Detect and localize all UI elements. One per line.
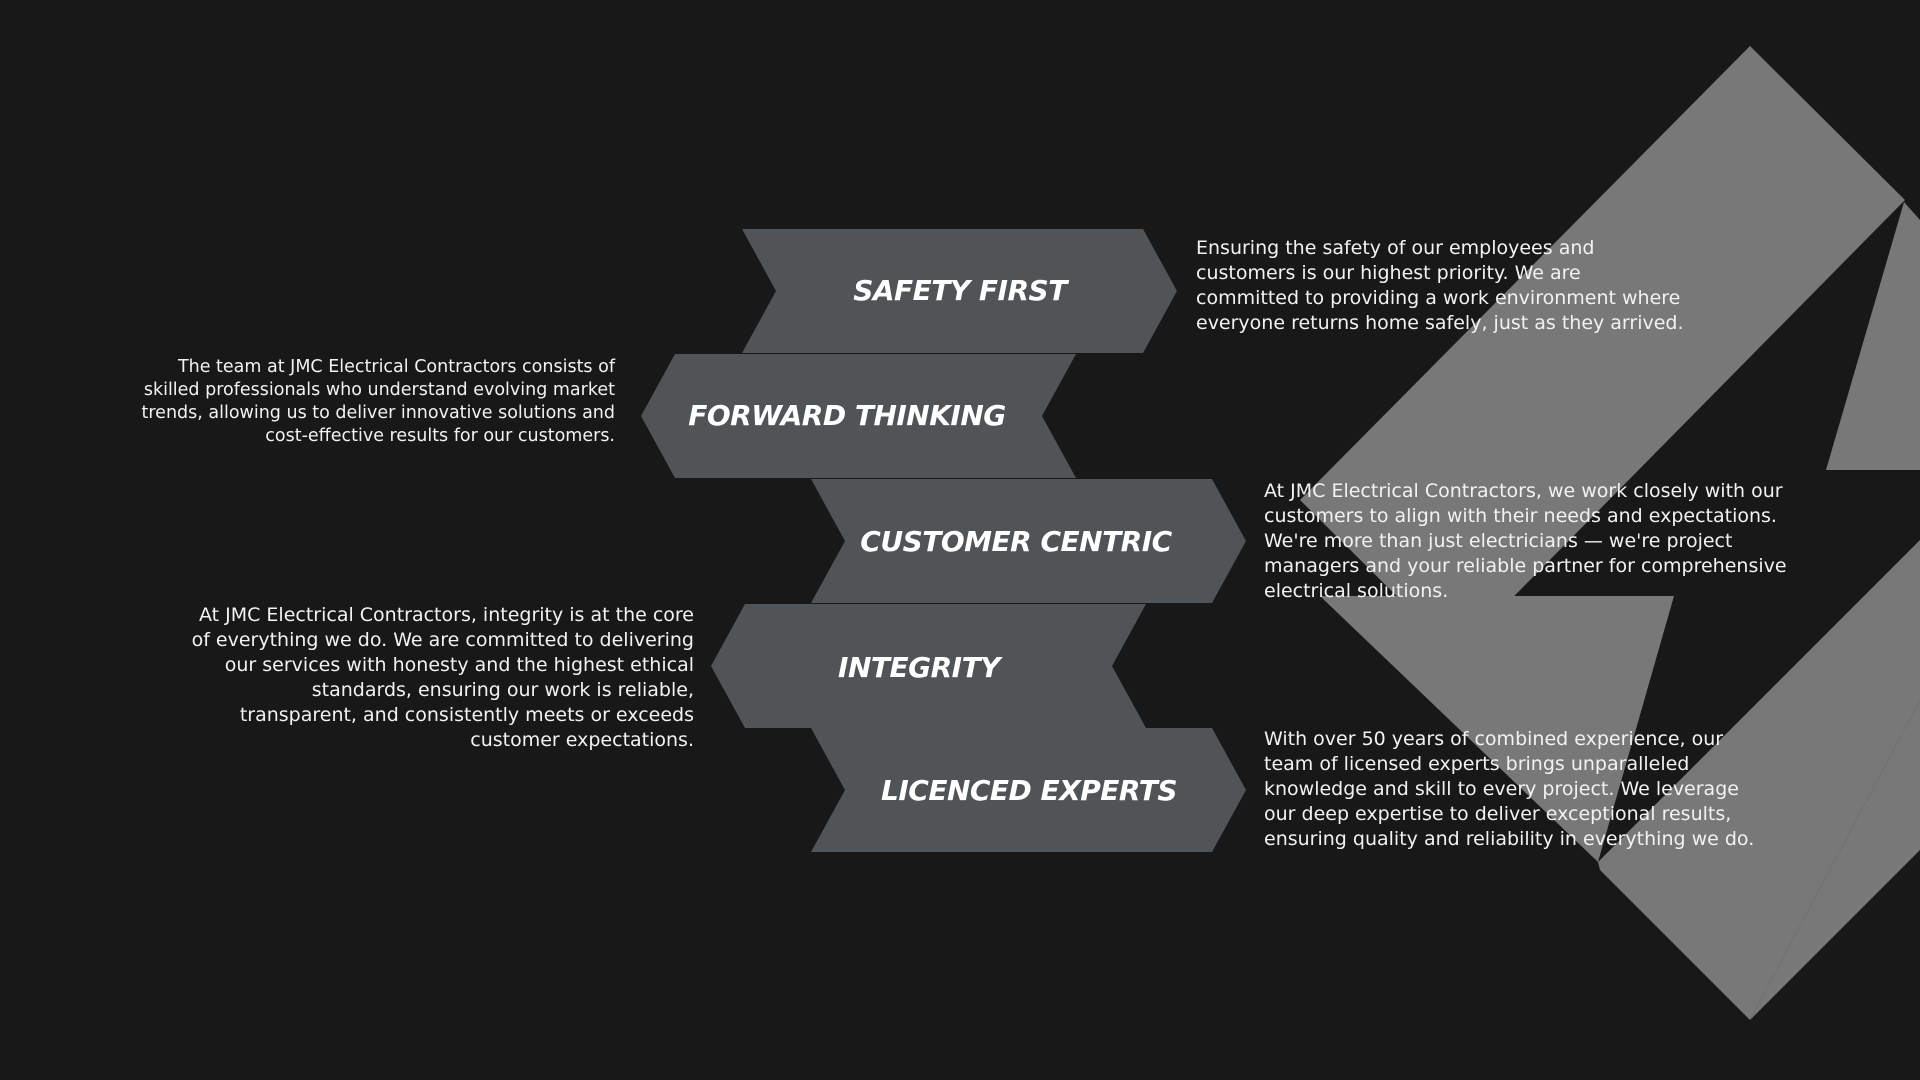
desc-customer-centric: At JMC Electrical Contractors, we work c… (1264, 480, 1787, 602)
chevron-safety-first (742, 229, 1177, 353)
label-safety-first: SAFETY FIRST (853, 274, 1067, 307)
logo-lower-tip (1750, 700, 1920, 1020)
label-forward-thinking: FORWARD THINKING (688, 399, 1006, 432)
label-integrity: INTEGRITY (838, 651, 1000, 684)
desc-forward-thinking: The team at JMC Electrical Contractors c… (141, 357, 616, 446)
chevron-customer-centric (811, 479, 1246, 603)
chevron-forward-thinking (641, 354, 1076, 478)
chevron-licenced-experts (811, 728, 1246, 852)
logo-upper-band (1300, 46, 1905, 655)
logo-lower-band (1598, 540, 1920, 1020)
logo-left-notch (1320, 596, 1674, 862)
logo-right-sliver (1826, 202, 1920, 470)
desc-licenced-experts: With over 50 years of combined experienc… (1264, 728, 1755, 850)
label-licenced-experts: LICENCED EXPERTS (881, 774, 1177, 807)
chevron-integrity (711, 604, 1146, 728)
desc-integrity: At JMC Electrical Contractors, integrity… (191, 604, 694, 751)
desc-safety-first: Ensuring the safety of our employees and… (1196, 237, 1684, 334)
label-customer-centric: CUSTOMER CENTRIC (860, 525, 1172, 558)
